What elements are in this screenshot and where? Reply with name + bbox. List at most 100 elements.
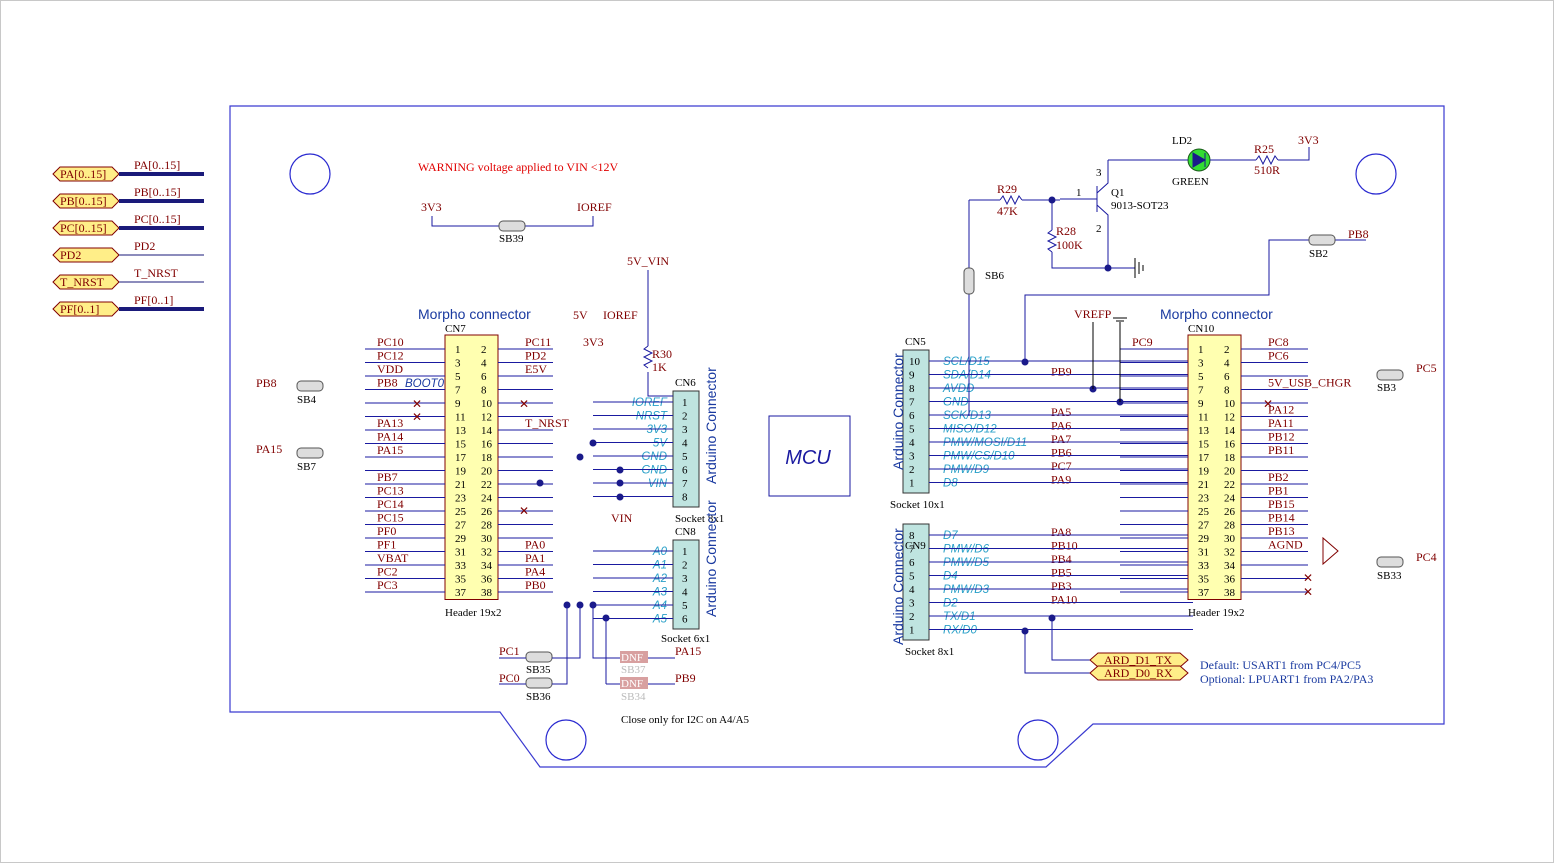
- cn7-net-left: PC12: [377, 349, 404, 363]
- sb7-jumper: [296, 447, 324, 459]
- cn7-pin: 19: [455, 466, 467, 478]
- nc-mark-icon: ✕: [519, 397, 529, 411]
- cn10-pin: 33: [1198, 560, 1210, 572]
- cn10-pin: 22: [1224, 479, 1235, 491]
- cn10-net-right: PC8: [1268, 335, 1289, 349]
- cn7-net-right: PB0: [525, 578, 546, 592]
- cn5-signal: SDA/D14: [943, 370, 991, 382]
- cn10-net-right: PB11: [1268, 443, 1294, 457]
- q1-label: Q1: [1111, 187, 1124, 199]
- cn7-net-left: PC10: [377, 335, 404, 349]
- cn9-pin: 8: [909, 530, 915, 542]
- cn10-pin: 12: [1224, 412, 1235, 424]
- cn9-pin: 6: [909, 557, 915, 569]
- cn10-body: [1187, 334, 1242, 600]
- cn10-pin: 32: [1224, 547, 1235, 559]
- cn7-pin: 26: [481, 506, 493, 518]
- cn10-pin: 2: [1224, 344, 1230, 356]
- cn10-net-right: PB13: [1268, 524, 1295, 538]
- cn9-net: PA10: [1051, 593, 1077, 607]
- cn7-title: Morpho connector: [418, 306, 531, 322]
- cn9-pin: 5: [909, 571, 915, 583]
- cn6-pin: 5: [682, 451, 688, 463]
- sb39-jumper: [498, 220, 526, 232]
- sb7-net: PA15: [256, 442, 282, 456]
- ard-tx-label: ARD_D1_TX: [1104, 653, 1172, 667]
- cn7-net-left: PC15: [377, 511, 404, 525]
- cn6-signal: VIN: [648, 478, 668, 490]
- cn10-pin: 35: [1198, 574, 1210, 586]
- r30-resistor: [642, 345, 654, 369]
- cn5-signal: SCK/D13: [943, 410, 992, 422]
- cn5-signal: PMW/MOSI/D11: [943, 437, 1027, 449]
- cn10-pin: 18: [1224, 452, 1236, 464]
- cn7-net-right: PA0: [525, 538, 545, 552]
- cn6-signal: NRST: [636, 411, 668, 423]
- cn7-pin: 28: [481, 520, 493, 532]
- cn10-pin: 23: [1198, 493, 1210, 505]
- cn7-net-right: PC11: [525, 335, 551, 349]
- cn8-pin: 6: [682, 614, 688, 626]
- cn9-pin: 3: [909, 598, 915, 610]
- sb6-label: SB6: [985, 270, 1004, 282]
- cn5-net: PA6: [1051, 419, 1071, 433]
- cn5-signal: GND: [943, 397, 969, 409]
- cn10-pin: 31: [1198, 547, 1209, 559]
- dnf-label-1: DNF: [621, 652, 643, 664]
- cn6-pin: 2: [682, 411, 688, 423]
- port-net-4: T_NRST: [134, 266, 179, 280]
- cn7-body: [444, 334, 499, 600]
- cn5-pin: 8: [909, 383, 915, 395]
- cn10-pin: 37: [1198, 587, 1210, 599]
- cn10-net-right: PB15: [1268, 497, 1295, 511]
- cn6-pin: 8: [682, 492, 688, 504]
- sb33-net: PC4: [1416, 550, 1437, 564]
- cn5-body: [902, 349, 930, 494]
- q1-pin1: 1: [1076, 187, 1082, 199]
- dnf-box-2: [620, 677, 648, 689]
- cn5-pin: 10: [909, 356, 921, 368]
- cn7-pin: 31: [455, 547, 466, 559]
- cn7-pin: 3: [455, 358, 461, 370]
- cn10-pin: 3: [1198, 358, 1204, 370]
- cn6-signal: GND: [641, 451, 667, 463]
- p5v-label: 5V: [573, 308, 588, 322]
- cn7-pin: 29: [455, 533, 467, 545]
- r30-value: 1K: [652, 360, 667, 374]
- cn7-pin: 37: [455, 587, 467, 599]
- cn7-net-left: PF0: [377, 524, 396, 538]
- cn6-pin: 7: [682, 478, 688, 490]
- r29-label: R29: [997, 182, 1017, 196]
- cn5-pin: 5: [909, 424, 915, 436]
- cn10-pin: 16: [1224, 439, 1236, 451]
- mounting-hole: [1355, 153, 1397, 195]
- sb36-net: PC0: [499, 671, 520, 685]
- cn5-pin: 6: [909, 410, 915, 422]
- cn9-title: Arduino Connector: [890, 528, 906, 645]
- sb33-jumper: [1376, 556, 1404, 568]
- dnf-box-1: [620, 651, 648, 663]
- cn9-signal: PMW/D3: [943, 584, 990, 596]
- cn10-pin: 19: [1198, 466, 1210, 478]
- cn10-pin: 13: [1198, 425, 1210, 437]
- cn10-net-right: PA11: [1268, 416, 1294, 430]
- cn9-signal: RX/D0: [943, 625, 977, 637]
- sb34-label: SB34: [621, 691, 646, 703]
- cn10-net-right: PB2: [1268, 470, 1289, 484]
- junction-dot: [576, 453, 584, 461]
- board-outline: [229, 105, 1445, 768]
- cn10-pin: 30: [1224, 533, 1236, 545]
- p3v3-a: 3V3: [421, 200, 442, 214]
- port-label-3: PD2: [60, 248, 81, 262]
- cn7-pin: 11: [455, 412, 466, 424]
- mounting-hole: [545, 719, 587, 761]
- cn8-signal: A2: [652, 573, 668, 585]
- cn9-net: PB4: [1051, 552, 1072, 566]
- cn10-pin: 11: [1198, 412, 1209, 424]
- cn7-pin: 5: [455, 371, 461, 383]
- cn5-net: PC7: [1051, 459, 1072, 473]
